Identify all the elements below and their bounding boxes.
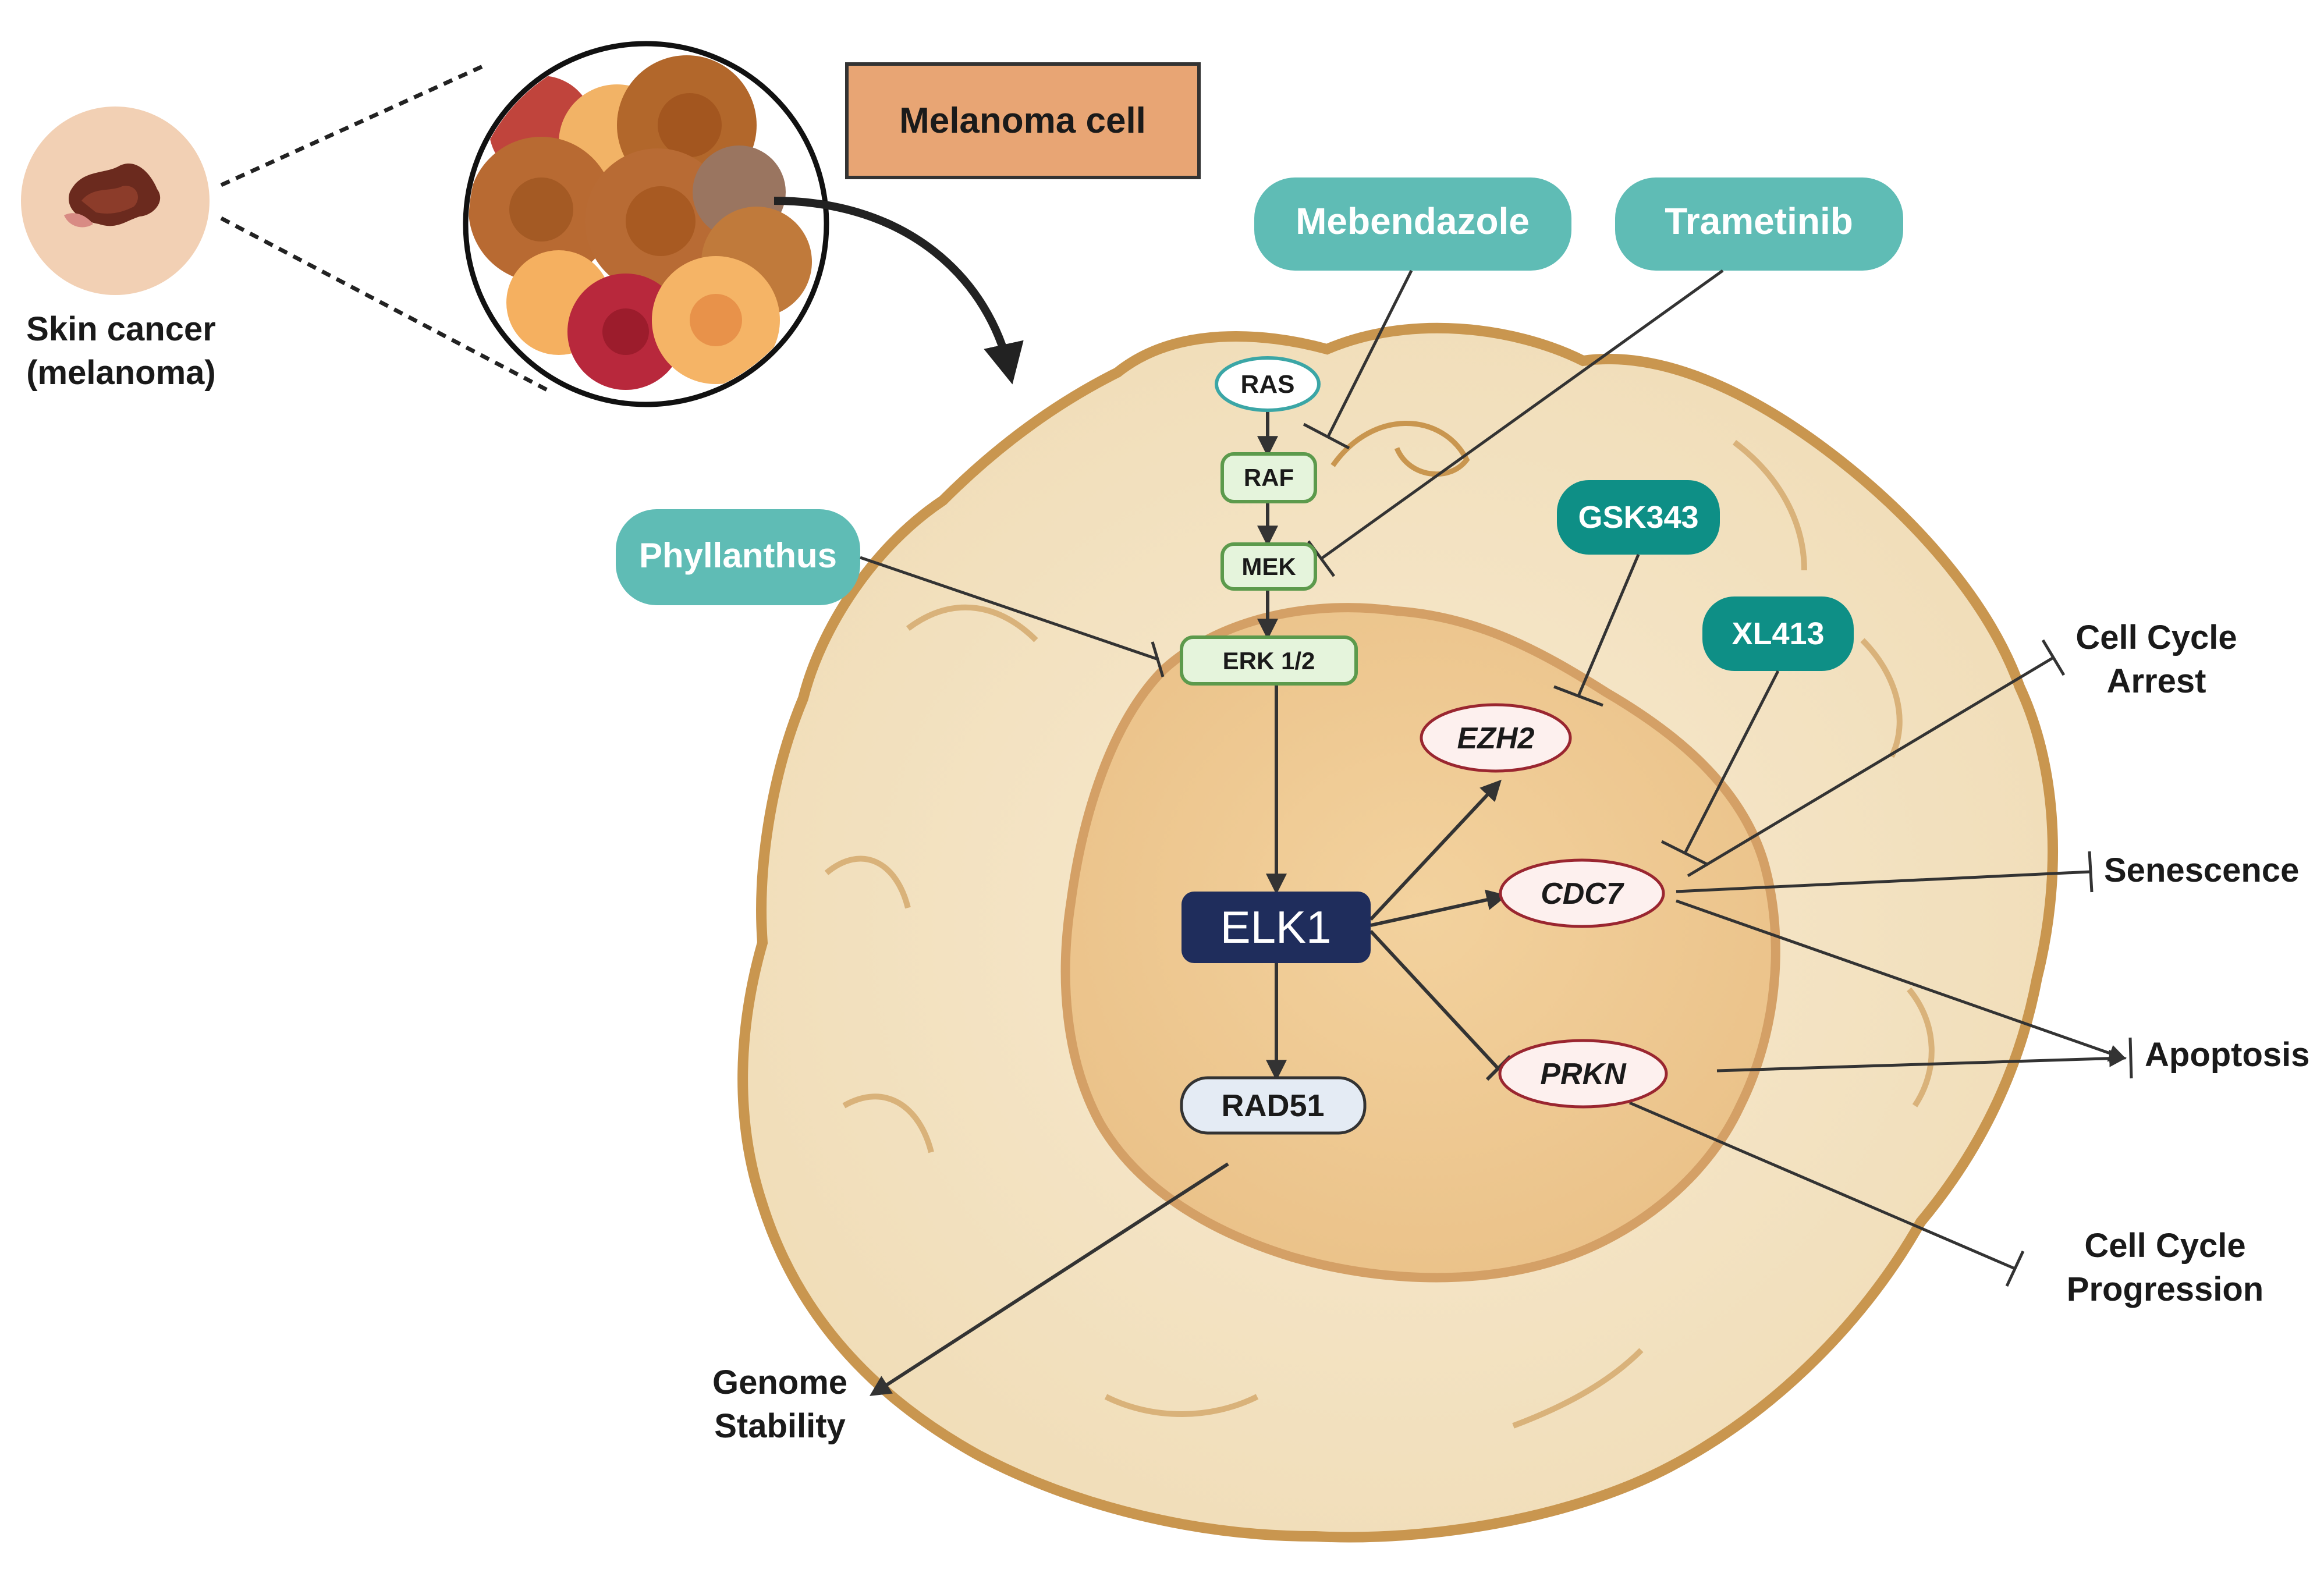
activation-arrows <box>869 410 1512 1396</box>
trametinib-inhibit-line <box>1320 269 1724 560</box>
inhibition-lines <box>860 269 1780 867</box>
phyllanthus-inhibit-bar <box>1151 641 1165 677</box>
gsk343-pill <box>1557 480 1720 555</box>
erk-label: ERK 1/2 <box>1223 647 1315 674</box>
xl413-pill <box>1702 596 1854 671</box>
elk1-cdc7-arrow <box>1370 889 1508 927</box>
elk1-prkn-line <box>1369 929 1499 1070</box>
genome-stability-label-1: Genome <box>712 1363 847 1401</box>
cdc7-arrest-bar <box>2041 639 2066 676</box>
apoptosis-bar <box>2128 1037 2133 1079</box>
cdc7-label: CDC7 <box>1541 877 1624 911</box>
cell-cycle-arrest-label-2: Arrest <box>2107 662 2206 700</box>
melanoma-cells-zoom-icon <box>463 41 829 407</box>
gsk343-inhibit-line <box>1577 554 1640 697</box>
rad51-genome-arrow <box>869 1162 1229 1396</box>
elk1-ezh2-arrow <box>1369 779 1502 921</box>
mek-node <box>1220 542 1317 591</box>
elk1-label: ELK1 <box>1220 901 1332 953</box>
mebendazole-inhibit-bar <box>1303 422 1350 450</box>
title-text: Melanoma cell <box>899 101 1146 141</box>
xl413-label: XL413 <box>1732 616 1824 651</box>
elk1-node <box>1181 892 1371 963</box>
cell-cycle-progression-label-2: Progression <box>2067 1270 2263 1308</box>
zoom-line-top <box>220 62 489 187</box>
zoom-arrow <box>774 197 1024 385</box>
cdc7-senescence-bar <box>2088 851 2094 893</box>
cdc7-senescence-line <box>1676 870 2091 893</box>
melanoma-label: (melanoma) <box>26 354 216 392</box>
erk-node <box>1180 635 1358 686</box>
skin-lesion-icon <box>21 106 210 295</box>
mebendazole-pill <box>1254 177 1571 271</box>
raf-node <box>1220 452 1317 503</box>
xl413-inhibit-line <box>1683 670 1780 854</box>
prkn-apoptosis-arrow <box>1716 1049 2127 1073</box>
phyllanthus-inhibit-line <box>860 556 1159 661</box>
raf-label: RAF <box>1244 464 1294 491</box>
cell-cycle-arrest-label-1: Cell Cycle <box>2075 619 2237 656</box>
ras-node <box>1215 356 1321 412</box>
phyllanthus-label: Phyllanthus <box>639 536 837 575</box>
zoom-line-bottom <box>220 216 548 392</box>
prkn-node <box>1498 1039 1668 1109</box>
senescence-label: Senescence <box>2104 851 2299 889</box>
title-box <box>845 62 1201 179</box>
rad51-node <box>1180 1076 1367 1135</box>
skin-cancer-label: Skin cancer <box>26 310 216 348</box>
ezh2-label: EZH2 <box>1457 722 1535 755</box>
mebendazole-inhibit-line <box>1326 269 1413 438</box>
genome-stability-label-2: Stability <box>714 1407 846 1445</box>
cell-cycle-progression-label-1: Cell Cycle <box>2084 1227 2245 1265</box>
gsk343-inhibit-bar <box>1553 685 1603 707</box>
mebendazole-label: Mebendazole <box>1296 200 1530 242</box>
prkn-progression-line <box>1629 1101 2016 1270</box>
rad51-label: RAD51 <box>1221 1088 1324 1123</box>
trametinib-label: Trametinib <box>1665 200 1853 242</box>
trametinib-pill <box>1615 177 1903 271</box>
phyllanthus-pill <box>616 509 860 605</box>
ras-label: RAS <box>1241 370 1295 399</box>
cdc7-apoptosis-arrow <box>1676 899 2127 1062</box>
outcome-lines <box>1629 639 2133 1287</box>
cdc7-arrest-line <box>1687 656 2055 878</box>
xl413-inhibit-bar <box>1660 840 1709 867</box>
prkn-label: PRKN <box>1540 1057 1627 1091</box>
gsk343-label: GSK343 <box>1578 500 1698 535</box>
mek-label: MEK <box>1241 553 1296 580</box>
apoptosis-label: Apoptosis <box>2145 1036 2310 1074</box>
ezh2-node <box>1420 703 1572 773</box>
prkn-progression-bar <box>2005 1250 2025 1287</box>
cdc7-node <box>1499 858 1665 928</box>
